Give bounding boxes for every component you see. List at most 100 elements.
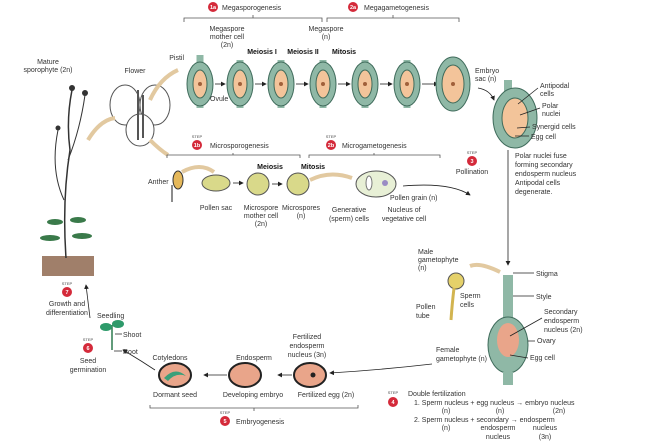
microspores-label: Microspores (n) xyxy=(282,205,321,220)
pollen-grain-label: Pollen grain (n) xyxy=(390,195,437,202)
flower-illustration xyxy=(86,68,179,157)
male-gametophyte-label: Male gametophyte (n) xyxy=(418,249,459,272)
step-5-embryogenesis: STEP 5 Embryogenesis xyxy=(220,410,285,426)
svg-text:Secondary: Secondary xyxy=(544,309,578,316)
svg-text:sporophyte (2n): sporophyte (2n) xyxy=(23,67,72,74)
svg-text:Antipodal: Antipodal xyxy=(540,83,570,90)
svg-text:(sperm) cells: (sperm) cells xyxy=(329,216,370,223)
ovule-stage xyxy=(186,55,214,108)
svg-text:Sperm: Sperm xyxy=(460,293,481,300)
mature-sporophyte-label: Mature sporophyte (2n) xyxy=(23,59,72,74)
svg-text:Megagametogenesis: Megagametogenesis xyxy=(364,5,429,12)
meiosis-label: Meiosis xyxy=(257,164,283,171)
meiosis-i-label: Meiosis I xyxy=(247,49,277,56)
svg-text:Microspores: Microspores xyxy=(282,205,321,212)
svg-text:Antipodal cells: Antipodal cells xyxy=(515,180,561,187)
mitosis-mid-label: Mitosis xyxy=(301,164,325,171)
svg-text:Seed: Seed xyxy=(80,358,96,365)
svg-text:gametophyte: gametophyte xyxy=(418,257,459,264)
svg-text:(2n): (2n) xyxy=(553,408,565,415)
svg-text:mother cell: mother cell xyxy=(244,213,279,220)
ovule-stage xyxy=(393,60,421,108)
endosperm-label: Endosperm xyxy=(236,355,272,362)
pollen-sac-label: Pollen sac xyxy=(200,205,233,212)
svg-text:1b: 1b xyxy=(194,143,201,149)
seedling-illustration xyxy=(84,284,124,352)
stigma-label: Stigma xyxy=(536,271,558,278)
svg-text:(n): (n) xyxy=(496,408,505,415)
pollen-tube-label: Pollen tube xyxy=(416,304,436,320)
ovary-label: Ovary xyxy=(537,338,556,345)
mature-plant-illustration xyxy=(40,85,94,276)
ovule-sequence xyxy=(186,55,471,112)
svg-text:2a: 2a xyxy=(350,5,357,11)
svg-text:(n): (n) xyxy=(322,34,331,41)
svg-text:differentiation: differentiation xyxy=(46,310,88,317)
svg-text:germination: germination xyxy=(70,367,107,374)
egg-cell-bottom-label: Egg cell xyxy=(530,355,555,362)
svg-text:5: 5 xyxy=(223,419,226,425)
svg-text:endosperm: endosperm xyxy=(289,343,324,350)
female-gametophyte-label: Female gametophyte (n) xyxy=(436,347,487,363)
step-3-pollination: STEP 3 Pollination xyxy=(456,150,488,176)
svg-text:1a: 1a xyxy=(210,5,217,11)
svg-text:STEP: STEP xyxy=(192,134,203,139)
svg-text:Megaspore: Megaspore xyxy=(209,26,244,33)
svg-text:nucleus: nucleus xyxy=(533,425,558,432)
svg-text:STEP: STEP xyxy=(467,150,478,155)
svg-text:4: 4 xyxy=(391,400,395,406)
svg-text:Megaspore: Megaspore xyxy=(308,26,343,33)
svg-text:cells: cells xyxy=(540,91,555,98)
svg-text:Nucleus of: Nucleus of xyxy=(387,207,420,214)
svg-text:vegetative cell: vegetative cell xyxy=(382,216,427,223)
svg-text:6: 6 xyxy=(86,346,89,352)
svg-text:Megasporogenesis: Megasporogenesis xyxy=(222,5,282,12)
arrow-to-fertilized-egg xyxy=(329,363,433,376)
svg-text:Microspore: Microspore xyxy=(244,205,279,212)
svg-text:Pollination: Pollination xyxy=(456,169,488,176)
svg-text:Embryogenesis: Embryogenesis xyxy=(236,419,285,426)
fertilized-egg-label: Fertilized egg (2n) xyxy=(298,392,354,399)
meiosis-ii-label: Meiosis II xyxy=(287,49,319,56)
polar-nuclei-label: Polar nuclei xyxy=(542,103,561,118)
svg-text:(n): (n) xyxy=(418,265,427,272)
svg-text:Growth and: Growth and xyxy=(49,301,85,308)
svg-text:Generative: Generative xyxy=(332,207,366,214)
ovule-stage xyxy=(226,60,254,108)
svg-text:degenerate.: degenerate. xyxy=(515,189,552,196)
ovule-stage xyxy=(351,60,379,108)
svg-text:forming secondary: forming secondary xyxy=(515,162,573,169)
svg-text:(3n): (3n) xyxy=(539,434,551,441)
root-label: Root xyxy=(123,349,138,356)
svg-text:Microsporogenesis: Microsporogenesis xyxy=(210,143,269,150)
svg-text:Female: Female xyxy=(436,347,459,354)
svg-text:2. Sperm nucleus + secondary →: 2. Sperm nucleus + secondary → endosperm xyxy=(414,417,555,424)
svg-text:Double fertilization: Double fertilization xyxy=(408,391,466,398)
svg-text:nucleus: nucleus xyxy=(486,434,511,441)
synergid-cells-label: Synergid cells xyxy=(532,124,576,131)
mitosis-top-label: Mitosis xyxy=(332,49,356,56)
svg-text:Microgametogenesis: Microgametogenesis xyxy=(342,143,407,150)
step-2a-megagametogenesis: 2a Megagametogenesis xyxy=(326,2,460,22)
developing-embryo-label: Developing embryo xyxy=(223,392,283,399)
generative-cells-label: Generative (sperm) cells xyxy=(329,207,370,223)
step-2b-microgametogenesis: STEP 2b Microgametogenesis xyxy=(308,134,441,158)
shoot-label: Shoot xyxy=(123,332,141,339)
svg-text:(2n): (2n) xyxy=(221,42,233,49)
svg-text:Mature: Mature xyxy=(37,59,59,66)
svg-text:3: 3 xyxy=(470,159,473,165)
svg-text:STEP: STEP xyxy=(388,390,399,395)
svg-text:Pollen: Pollen xyxy=(416,304,436,311)
svg-text:STEP: STEP xyxy=(62,281,73,286)
antipodal-cells-label: Antipodal cells xyxy=(540,83,570,98)
secondary-endosperm-nucleus-label: Secondary endosperm nucleus (2n) xyxy=(544,309,583,334)
svg-text:STEP: STEP xyxy=(326,134,337,139)
microsporogenesis-illustration xyxy=(171,165,471,202)
microspore-mother-cell-label: Microspore mother cell (2n) xyxy=(244,205,279,228)
svg-text:Fertilized: Fertilized xyxy=(293,334,322,341)
ovule-stage xyxy=(309,60,337,108)
svg-text:sac (n): sac (n) xyxy=(475,76,496,83)
sperm-cells-label: Sperm cells xyxy=(460,293,481,309)
